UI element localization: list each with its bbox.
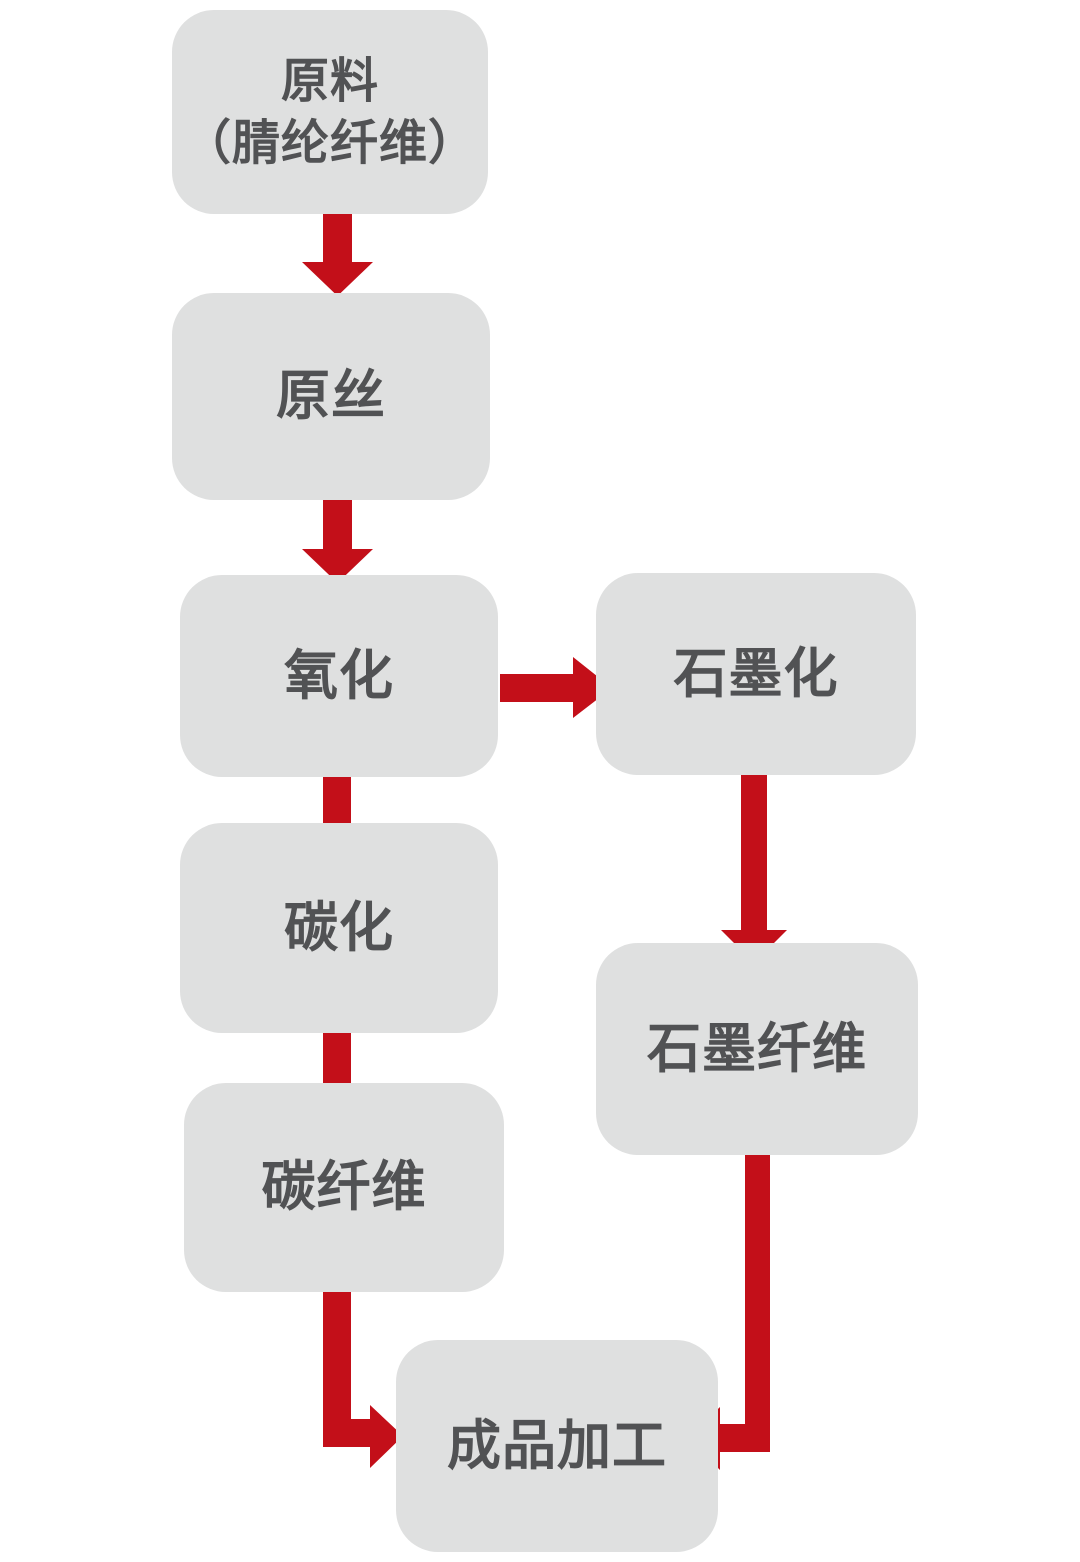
node-graphitization: 石墨化 xyxy=(596,573,916,775)
arrow-graphitization-to-graphite-fiber xyxy=(721,773,787,963)
node-precursor-fiber: 原丝 xyxy=(172,293,490,500)
node-carbon-fiber-label: 碳纤维 xyxy=(261,1155,427,1219)
arrow-carbon-fiber-to-finished xyxy=(323,1292,403,1468)
node-graphite-fiber-label: 石墨纤维 xyxy=(647,1016,867,1080)
node-raw-material: 原料 （腈纶纤维） xyxy=(172,10,488,214)
node-finished-processing-label: 成品加工 xyxy=(447,1413,667,1477)
arrow-precursor-to-oxidation xyxy=(302,500,373,583)
node-oxidation: 氧化 xyxy=(180,575,498,777)
node-carbonization: 碳化 xyxy=(180,823,498,1033)
node-precursor-fiber-label: 原丝 xyxy=(276,364,386,428)
node-carbon-fiber: 碳纤维 xyxy=(184,1083,504,1292)
node-finished-processing: 成品加工 xyxy=(396,1340,718,1552)
node-oxidation-label: 氧化 xyxy=(284,643,394,707)
node-raw-material-label: 原料 （腈纶纤维） xyxy=(182,52,477,171)
arrow-raw-to-precursor xyxy=(302,213,373,296)
node-graphitization-label: 石墨化 xyxy=(673,641,839,705)
node-graphite-fiber: 石墨纤维 xyxy=(596,943,918,1155)
node-carbonization-label: 碳化 xyxy=(284,895,394,959)
